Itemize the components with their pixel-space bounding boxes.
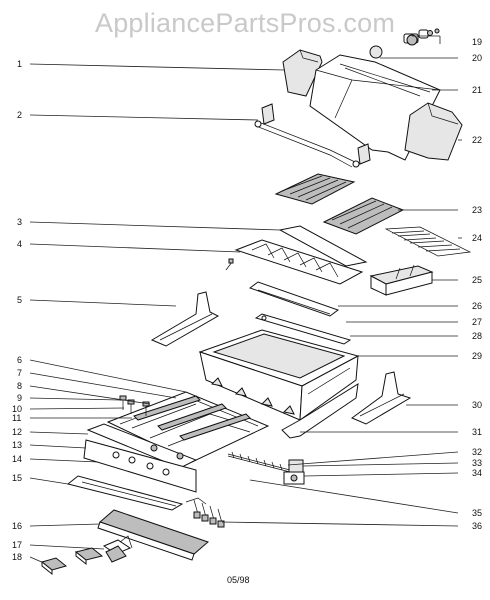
callout-25: 25 xyxy=(472,275,482,285)
callout-16: 16 xyxy=(12,521,22,531)
callout-22: 22 xyxy=(472,135,482,145)
part-warming-rack xyxy=(384,226,472,257)
callout-4: 4 xyxy=(17,239,22,249)
callout-14: 14 xyxy=(12,454,22,464)
part-side-bracket-right xyxy=(350,371,412,425)
part-burner-tubes xyxy=(133,395,251,441)
callout-13: 13 xyxy=(12,440,22,450)
watermark: AppliancePartsPros.com xyxy=(94,8,396,38)
callout-31: 31 xyxy=(472,427,482,437)
part-drip-tray xyxy=(97,509,209,561)
part-drip-pans xyxy=(40,547,104,576)
callout-18: 18 xyxy=(12,552,22,562)
callout-34: 34 xyxy=(472,468,482,478)
callout-9: 9 xyxy=(17,393,22,403)
part-igniter-module xyxy=(283,459,305,485)
part-igniter-wire xyxy=(227,451,291,473)
part-valves xyxy=(185,497,225,528)
callout-36: 36 xyxy=(472,521,482,531)
part-cooking-grates xyxy=(274,173,405,235)
callout-17: 17 xyxy=(12,540,22,550)
callout-21: 21 xyxy=(472,85,482,95)
callouts-left: 1 2 3 4 5 6 7 8 9 10 11 12 13 14 15 16 1… xyxy=(12,59,22,562)
date-code: 05/98 xyxy=(227,575,250,585)
callout-3: 3 xyxy=(17,217,22,227)
callout-6: 6 xyxy=(17,355,22,365)
callout-5: 5 xyxy=(17,295,22,305)
part-firebox xyxy=(198,329,360,422)
callout-23: 23 xyxy=(472,205,482,215)
callout-19: 19 xyxy=(472,37,482,47)
callout-1: 1 xyxy=(17,59,22,69)
callout-7: 7 xyxy=(17,368,22,378)
part-lid-end-cap-right xyxy=(404,102,463,161)
callout-33: 33 xyxy=(472,458,482,468)
callout-24: 24 xyxy=(472,233,482,243)
callout-28: 28 xyxy=(472,331,482,341)
part-handle xyxy=(254,103,371,168)
callout-10: 10 xyxy=(12,404,22,414)
part-flavorizer-bars xyxy=(234,239,364,285)
part-screw xyxy=(225,258,234,271)
part-drip-pan-holder xyxy=(102,535,133,563)
callout-27: 27 xyxy=(472,317,482,327)
callout-29: 29 xyxy=(472,351,482,361)
part-front-trim xyxy=(66,475,184,511)
callout-30: 30 xyxy=(472,400,482,410)
part-lid-end-cap-left xyxy=(282,49,323,97)
part-drip-box xyxy=(369,264,434,296)
part-heat-shield-bar xyxy=(278,225,368,267)
part-temperature-gauge xyxy=(369,28,440,59)
part-control-panel xyxy=(83,423,198,493)
leader-lines xyxy=(29,35,462,564)
part-side-bracket-left xyxy=(150,291,220,347)
callout-20: 20 xyxy=(472,53,482,63)
callouts-right: 19 20 21 22 23 24 25 26 27 28 29 30 31 3… xyxy=(472,37,482,531)
callout-12: 12 xyxy=(12,427,22,437)
callout-11: 11 xyxy=(12,413,21,423)
part-bracket xyxy=(254,313,352,345)
callout-35: 35 xyxy=(472,508,482,518)
part-heat-deflector xyxy=(248,281,340,317)
callout-2: 2 xyxy=(17,110,22,120)
callout-15: 15 xyxy=(12,473,22,483)
callout-8: 8 xyxy=(17,381,22,391)
part-front-panel xyxy=(281,383,359,439)
callout-32: 32 xyxy=(472,447,482,457)
callout-26: 26 xyxy=(472,301,482,311)
